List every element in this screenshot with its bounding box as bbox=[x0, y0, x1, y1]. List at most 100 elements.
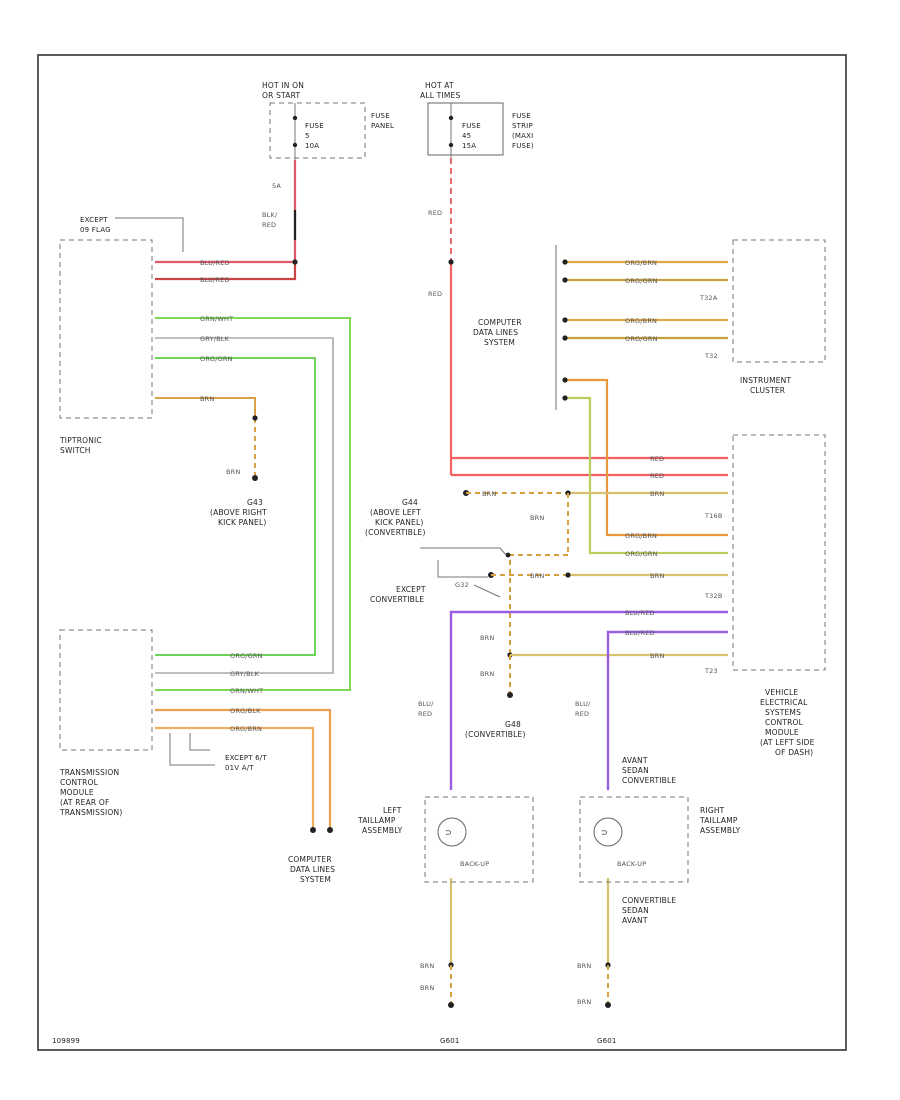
wl-orgblk-1: ORG/BLK bbox=[230, 707, 261, 715]
vecm-4: CONTROL bbox=[765, 718, 804, 727]
avant-bot-1: CONVERTIBLE bbox=[622, 896, 676, 905]
g48-2: (CONVERTIBLE) bbox=[465, 730, 526, 739]
wire-label-blk-red-2: RED bbox=[262, 221, 276, 229]
wires-data-lines: ORG/BRN ORG/GRN ORG/BRN ORG/GRN ORG/BRN … bbox=[555, 245, 728, 558]
fuse-5-hot-label: HOT IN ON bbox=[262, 81, 304, 90]
left-tail-3: ASSEMBLY bbox=[362, 826, 403, 835]
left-tail-1: LEFT bbox=[383, 806, 402, 815]
connector-t32a: T32A bbox=[699, 294, 718, 302]
tiptronic-label: TIPTRONIC bbox=[59, 436, 102, 445]
wl-brn-g2: BRN bbox=[530, 514, 544, 522]
fuse-strip-label-2: STRIP bbox=[512, 122, 533, 130]
fuse-45-rating: 15A bbox=[462, 142, 476, 150]
ground-g44: G44 (ABOVE LEFT KICK PANEL) (CONVERTIBLE… bbox=[365, 498, 507, 556]
right-bulb-glyph: ⊃ bbox=[601, 828, 608, 837]
wires-brn-grounds: BRN BRN BRN BRN BRN BRN BRN BRN G32 bbox=[455, 490, 728, 698]
wl-brn-t3: BRN bbox=[577, 962, 591, 970]
wires-taillamp-ground: BRN BRN BRN BRN bbox=[420, 878, 611, 1008]
cdls-top-1: COMPUTER bbox=[478, 318, 522, 327]
fuse-5-box bbox=[269, 102, 366, 159]
wl-gryblk-2: GRY/BLK bbox=[230, 670, 260, 678]
g44-1: G44 bbox=[402, 498, 418, 507]
fuse-45-hot-label: HOT AT bbox=[425, 81, 454, 90]
wires-fuse5 bbox=[155, 160, 298, 281]
wl-g32: G32 bbox=[455, 581, 469, 589]
wires-tiptronic-tcm: BLU/RED BLU/RED GRN/WHT GRY/BLK ORG/GRN … bbox=[155, 259, 351, 833]
except-09-at-2: 01V A/T bbox=[225, 764, 254, 772]
g44-4: (CONVERTIBLE) bbox=[365, 528, 426, 537]
except-conv-2: CONVERTIBLE bbox=[370, 595, 424, 604]
instrument-label: INSTRUMENT bbox=[740, 376, 791, 385]
ground-g43: BRN G43 (ABOVE RIGHT KICK PANEL) bbox=[210, 468, 267, 527]
left-tail-2: TAILLAMP bbox=[357, 816, 396, 825]
wl-brn-g3: BRN bbox=[530, 572, 544, 580]
left-taillamp: ⊃ BACK-UP LEFT TAILLAMP ASSEMBLY bbox=[357, 796, 534, 883]
wl-brn-g5: BRN bbox=[480, 670, 494, 678]
left-bulb-glyph: ⊃ bbox=[445, 828, 452, 837]
wl-brn-t4: BRN bbox=[577, 998, 591, 1006]
wl-blured-v2: BLU/RED bbox=[625, 629, 655, 637]
cdls-bottom-2: DATA LINES bbox=[290, 865, 335, 874]
tcm-3: MODULE bbox=[60, 788, 94, 797]
except-conv-1: EXCEPT bbox=[396, 585, 426, 594]
fuse-strip-label-4: FUSE) bbox=[512, 142, 534, 150]
computer-data-lines-top: COMPUTER DATA LINES SYSTEM bbox=[473, 318, 522, 347]
wl-blured-1: BLU/RED bbox=[200, 259, 230, 267]
vecm-3: SYSTEMS bbox=[765, 708, 801, 717]
wire-label-red-v1: RED bbox=[650, 455, 664, 463]
fuse-45-hot-label-2: ALL TIMES bbox=[420, 91, 460, 100]
wl-brn-v2: BRN bbox=[650, 572, 664, 580]
wire-label-blk-red-1: BLK/ bbox=[262, 211, 278, 219]
ground-g48: G48 (CONVERTIBLE) bbox=[465, 720, 526, 739]
left-backup-label: BACK-UP bbox=[460, 860, 489, 868]
wire-label-5a: 5A bbox=[272, 182, 281, 190]
tiptronic-switch: EXCEPT 09 FLAG TIPTRONIC SWITCH bbox=[59, 216, 184, 455]
fuse-strip-label: FUSE bbox=[512, 112, 531, 120]
wl-orgbrn-v: ORG/BRN bbox=[625, 532, 657, 540]
avant-top-1: AVANT bbox=[622, 756, 648, 765]
ground-g601-left: G601 bbox=[440, 1037, 460, 1045]
g44-2: (ABOVE LEFT bbox=[370, 508, 421, 517]
left-bulb-icon bbox=[437, 817, 467, 847]
cdls-bottom-1: COMPUTER bbox=[288, 855, 332, 864]
wl-blu-red-l1: BLU/ bbox=[418, 700, 434, 708]
tcm-5: TRANSMISSION) bbox=[59, 808, 122, 817]
diagram-frame bbox=[37, 54, 847, 1051]
wl-brn-1: BRN bbox=[200, 395, 214, 403]
vecm-7: OF DASH) bbox=[775, 748, 813, 757]
avant-bot-3: AVANT bbox=[622, 916, 648, 925]
right-bulb-icon bbox=[593, 817, 623, 847]
except-09-label: EXCEPT bbox=[80, 216, 108, 224]
fuse-5-group: HOT IN ON OR START FUSE 5 10A FUSE PANEL… bbox=[262, 81, 394, 229]
fuse-45-name: FUSE bbox=[462, 122, 481, 130]
wire-label-red-v2: RED bbox=[650, 472, 664, 480]
vecm-1: VEHICLE bbox=[765, 688, 798, 697]
right-taillamp: ⊃ BACK-UP RIGHT TAILLAMP ASSEMBLY AVANT … bbox=[579, 756, 741, 925]
wl-grnwht-2: GRN/WHT bbox=[230, 687, 263, 695]
right-tail-2: TAILLAMP bbox=[699, 816, 738, 825]
fuse-5-name: FUSE bbox=[305, 122, 324, 130]
cdls-top-3: SYSTEM bbox=[484, 338, 515, 347]
right-tail-1: RIGHT bbox=[700, 806, 725, 815]
connector-t32: T32 bbox=[704, 352, 718, 360]
g43-1: G43 bbox=[247, 498, 263, 507]
wl-brn-g1: BRN bbox=[482, 490, 496, 498]
avant-top-2: SEDAN bbox=[622, 766, 649, 775]
tiptronic-label-2: SWITCH bbox=[60, 446, 91, 455]
cdls-bottom-3: SYSTEM bbox=[300, 875, 331, 884]
right-tail-3: ASSEMBLY bbox=[700, 826, 741, 835]
except-09-at-1: EXCEPT 6/T bbox=[225, 754, 267, 762]
ground-g43-brn: BRN bbox=[226, 468, 240, 476]
wl-orggrn-2: ORG/GRN bbox=[230, 652, 263, 660]
cdls-top-2: DATA LINES bbox=[473, 328, 518, 337]
wl-grnwht-1: GRN/WHT bbox=[200, 315, 233, 323]
ground-g601-right: G601 bbox=[597, 1037, 617, 1045]
g48-1: G48 bbox=[505, 720, 521, 729]
wire-label-red-2: RED bbox=[428, 290, 442, 298]
connector-t16b: T16B bbox=[704, 512, 723, 520]
footer-code: 109899 bbox=[52, 1037, 80, 1045]
g43-3: KICK PANEL) bbox=[218, 518, 267, 527]
fuse-panel-label-2: PANEL bbox=[371, 122, 394, 130]
wl-blured-v1: BLU/RED bbox=[625, 609, 655, 617]
